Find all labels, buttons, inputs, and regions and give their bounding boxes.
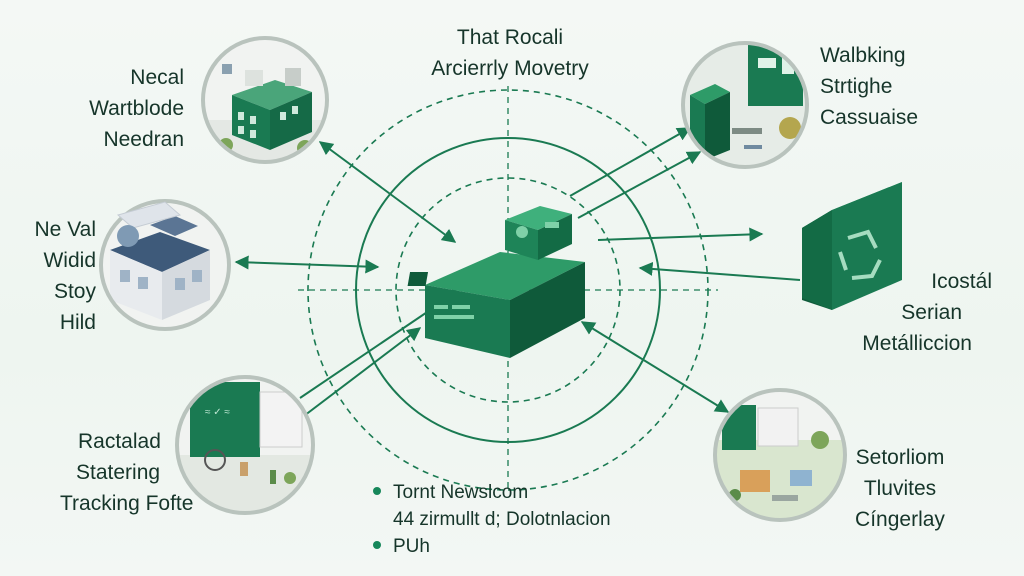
house-illustration-icon <box>99 199 231 331</box>
node-label-line: Necal <box>130 66 184 89</box>
diagram-title: That Rocali Arcierrly Movetry <box>400 22 620 84</box>
note-text: 44 zirmullt d; Dolotnlacion <box>393 509 611 530</box>
connector-arrows <box>234 127 801 426</box>
center-notes-list: Tornt Newslcom 44 zirmullt d; Dolotnlaci… <box>373 479 611 560</box>
node-label-line: Walbking <box>820 44 906 67</box>
node-label-line: Wartblode <box>89 97 184 120</box>
node-label-line: Needran <box>103 128 184 151</box>
node-label-bottom-right: Setorliom Tluvites Cíngerlay <box>830 442 970 535</box>
node-label-line: Setorliom <box>855 446 945 469</box>
node-label-top-right: Walbking Strtighe Cassuaise <box>820 40 970 133</box>
node-label-line: Metálliccion <box>862 332 972 355</box>
arrow-mid-right-2 <box>638 261 801 281</box>
office-room-illustration-icon <box>681 41 809 169</box>
node-label-line: Ractalad <box>78 430 161 453</box>
recycle-cube-icon <box>802 182 902 310</box>
svg-text:≈ ✓ ≈: ≈ ✓ ≈ <box>205 407 230 418</box>
title-line-1: That Rocali <box>456 26 564 49</box>
node-label-bottom-left: Ractalad Statering Tracking Fofte <box>52 426 232 519</box>
arrow-mid-right-1 <box>597 227 764 242</box>
list-item: 44 zirmullt d; Dolotnlacion <box>373 506 611 533</box>
note-text: PUh <box>393 536 430 557</box>
node-label-line: Serian <box>901 301 962 324</box>
node-label-line: Tracking Fofte <box>60 492 194 515</box>
node-label-line: Tluvites <box>863 477 937 500</box>
list-item: Tornt Newslcom <box>373 479 611 506</box>
node-label-line: Cíngerlay <box>855 508 945 531</box>
node-label-mid-right: Icostál Serian Metálliccion <box>826 266 992 359</box>
arrow-bottom-left-2 <box>291 327 422 426</box>
node-label-line: Hild <box>59 311 96 334</box>
title-line-2: Arcierrly Movetry <box>431 57 589 80</box>
list-item: PUh <box>373 533 611 560</box>
node-label-mid-left: Ne Val Widid Stoy Hild <box>10 214 96 338</box>
arrow-bottom-left-1 <box>299 299 447 399</box>
node-label-line: Strtighe <box>820 75 893 98</box>
node-label-line: Widid <box>43 249 96 272</box>
note-text: Tornt Newslcom <box>393 482 529 503</box>
building-illustration-icon <box>201 36 329 164</box>
arrow-top-right-1 <box>569 127 692 197</box>
node-label-line: Icostál <box>931 270 992 293</box>
bullet-icon <box>373 540 381 549</box>
arrow-top-left <box>318 141 457 243</box>
arrow-bottom-right <box>580 321 730 413</box>
node-label-line: Cassuaise <box>820 106 919 129</box>
node-label-line: Stoy <box>53 280 96 303</box>
server-block-icon <box>407 206 585 358</box>
node-label-top-left: Necal Wartblode Needran <box>40 62 184 155</box>
node-label-line: Ne Val <box>34 218 96 241</box>
node-label-line: Statering <box>76 461 161 484</box>
arrow-top-right-2 <box>577 151 702 219</box>
arrow-mid-left <box>234 255 380 274</box>
bullet-icon <box>373 486 381 495</box>
